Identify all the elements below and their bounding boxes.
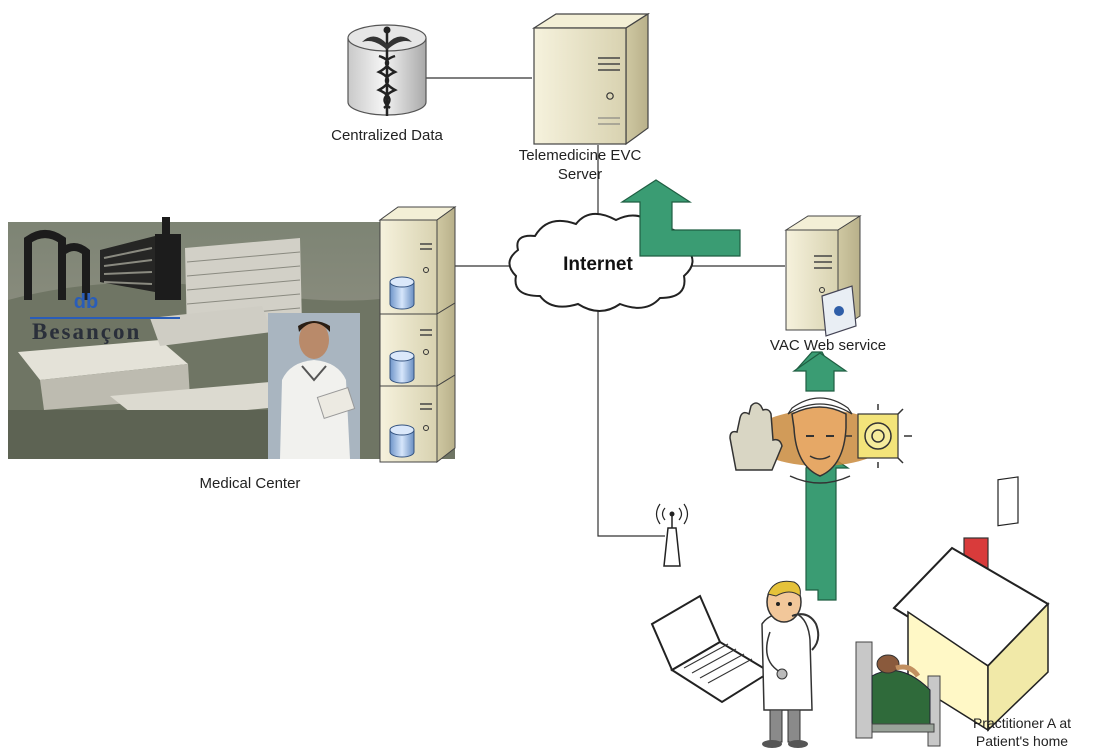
practitioner-label: Practitioner A at Patient's home <box>958 714 1086 750</box>
evc-server-label: Telemedicine EVC Server <box>498 146 662 184</box>
centralized-data-label: Centralized Data <box>331 127 443 144</box>
laptop-icon <box>650 594 772 704</box>
vac-web-service-label: VAC Web service <box>769 337 887 354</box>
security-shield-icon <box>729 397 912 484</box>
medical-center-label: Medical Center <box>199 475 301 492</box>
svg-text:db: db <box>74 291 98 313</box>
doctor-cartoon-icon <box>761 580 820 748</box>
server-rack-icon <box>378 206 457 464</box>
server-icon <box>531 12 651 146</box>
besancon-logo: db <box>24 217 181 319</box>
practitioner-label-line1: Practitioner A at <box>972 715 1072 731</box>
database-caduceus-icon <box>347 24 427 116</box>
internet-label: Internet <box>563 254 633 275</box>
antenna-icon <box>655 503 689 567</box>
patient-bed-icon <box>855 641 941 747</box>
doctor-photo <box>268 313 360 459</box>
evc-server-label-line2: Server <box>557 166 603 183</box>
evc-server-label-line1: Telemedicine EVC <box>518 147 642 164</box>
practitioner-label-line2: Patient's home <box>975 733 1069 749</box>
house-icon <box>892 476 1050 732</box>
network-links <box>418 77 785 537</box>
web-service-server-icon <box>784 215 862 337</box>
arrow-up-icon <box>792 352 848 392</box>
besancon-logo-text: Besançon <box>32 319 142 344</box>
